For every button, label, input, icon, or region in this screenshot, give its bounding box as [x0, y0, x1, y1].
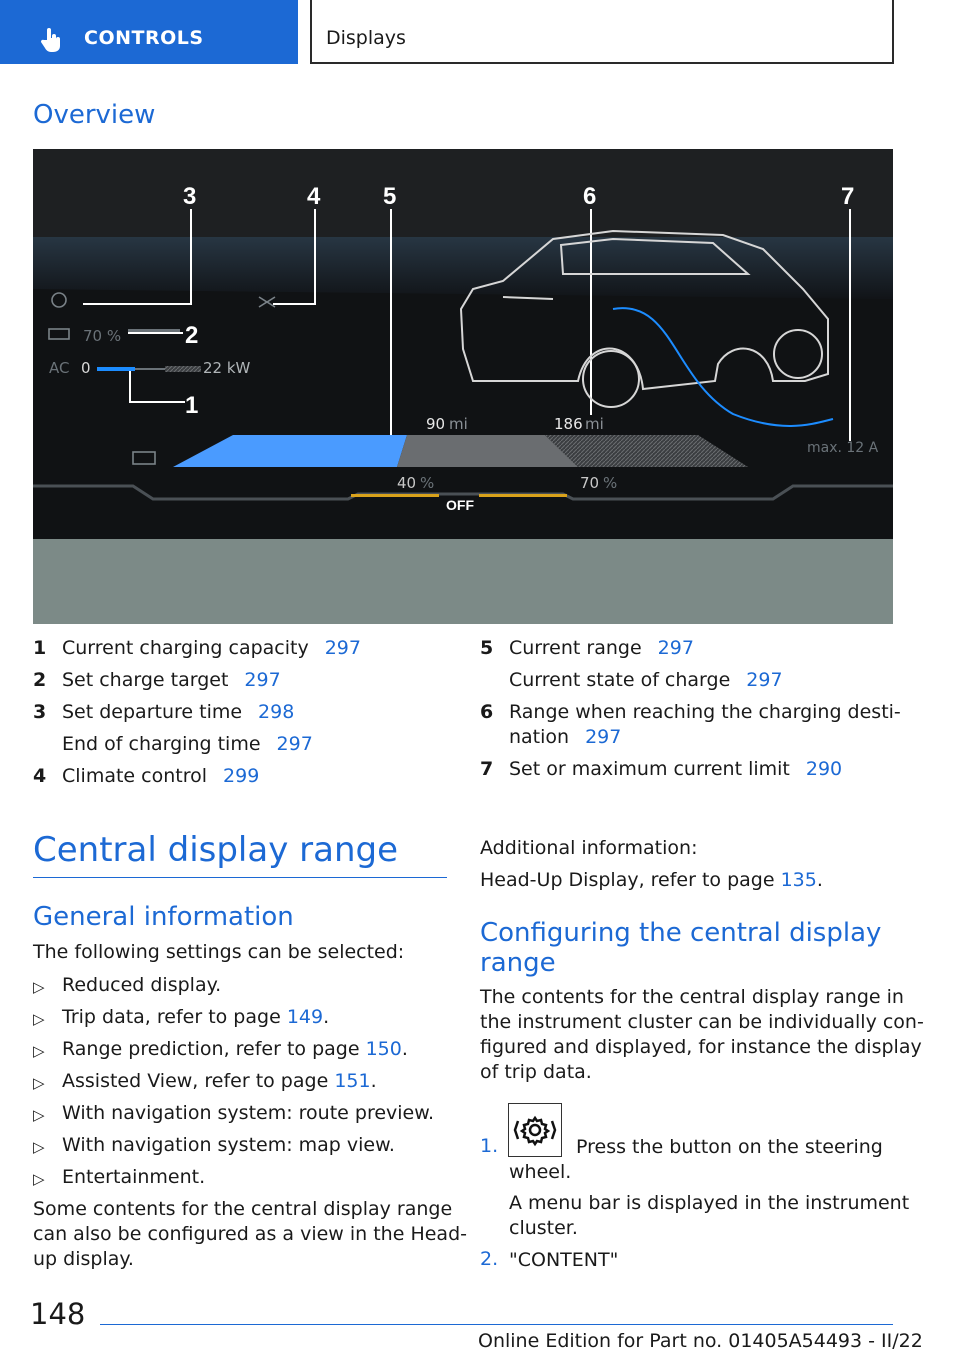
svg-text:%: % [603, 474, 617, 492]
overview-heading: Overview [33, 100, 156, 130]
battery-small-icon [132, 451, 156, 465]
soc-40: 40 [397, 474, 416, 492]
svg-text:%: % [420, 474, 434, 492]
general-outro-line: up display. [33, 1248, 134, 1270]
step1-text: Press the button on the steering [576, 1136, 883, 1158]
callout-5: 5 [383, 183, 396, 210]
chapter-label: Displays [326, 27, 406, 49]
step1-text: wheel. [509, 1161, 572, 1183]
footer-rule [100, 1324, 893, 1325]
max-current: max. 12 A [807, 440, 879, 456]
power-min: 0 [81, 359, 91, 377]
general-intro: The following settings can be selected: [33, 941, 405, 963]
step2-text: "CONTENT" [509, 1249, 619, 1271]
step-number: 1. [480, 1135, 499, 1157]
callout-2: 2 [185, 322, 198, 349]
charge-capacity: 70 % [83, 327, 121, 345]
configuring-body-line: The contents for the central display ran… [480, 986, 904, 1008]
page-link[interactable]: 150 [365, 1038, 402, 1060]
configuring-body-line: of trip data. [480, 1061, 592, 1083]
configuring-body-line: figured and displayed, for instance the … [480, 1036, 922, 1058]
general-outro-line: Some contents for the central display ra… [33, 1198, 453, 1220]
footer-edition: Online Edition for Part no. 01405A54493 … [478, 1330, 923, 1352]
general-heading: General information [33, 902, 294, 932]
configuring-heading-line: Configuring the central display [480, 918, 882, 948]
range-90: 90 [426, 415, 445, 433]
configuring-body-line: the instrument cluster can be individual… [480, 1011, 924, 1033]
power-max: 22 kW [203, 359, 251, 377]
step1-note: A menu bar is displayed in the instrumen… [509, 1192, 910, 1214]
instrument-cluster-figure: 3 4 5 6 7 2 1 70 % AC 0 22 kW [33, 149, 893, 624]
step1-note: cluster. [509, 1217, 578, 1239]
svg-text:mi: mi [449, 415, 468, 433]
callout-6: 6 [583, 183, 596, 210]
fan-icon [258, 296, 276, 308]
ac-label: AC [49, 359, 69, 377]
hand-pointer-icon [40, 28, 60, 52]
configuring-heading-line: range [480, 948, 556, 978]
svg-text:mi: mi [585, 415, 604, 433]
range-186: 186 [554, 415, 583, 433]
chapter-header: Displays [310, 0, 894, 64]
hud-reference: Head-Up Display, refer to page 135. [480, 869, 823, 891]
cluster-illustration: 3 4 5 6 7 2 1 70 % AC 0 22 kW [33, 149, 893, 624]
timer-icon [51, 292, 67, 308]
section-tab[interactable]: CONTROLS [0, 0, 298, 64]
heading-rule [33, 877, 447, 878]
page-link[interactable]: 151 [334, 1070, 371, 1092]
step-number: 2. [480, 1248, 499, 1270]
general-outro-line: can also be configured as a view in the … [33, 1223, 467, 1245]
callout-3: 3 [183, 183, 196, 210]
section-label: CONTROLS [84, 27, 204, 49]
battery-icon [48, 328, 70, 340]
section-heading: Central display range [33, 830, 399, 870]
steering-wheel-button [508, 1103, 562, 1157]
callout-4: 4 [307, 183, 321, 210]
gear-settings-icon [513, 1115, 557, 1147]
page-link[interactable]: 135 [780, 869, 817, 891]
soc-70: 70 [580, 474, 599, 492]
page-number: 148 [30, 1297, 86, 1331]
off-label: OFF [446, 497, 474, 513]
callout-1: 1 [185, 392, 198, 419]
callout-7: 7 [841, 183, 854, 210]
page-link[interactable]: 149 [286, 1006, 324, 1028]
additional-label: Additional information: [480, 837, 698, 859]
car-illustration [459, 229, 829, 408]
